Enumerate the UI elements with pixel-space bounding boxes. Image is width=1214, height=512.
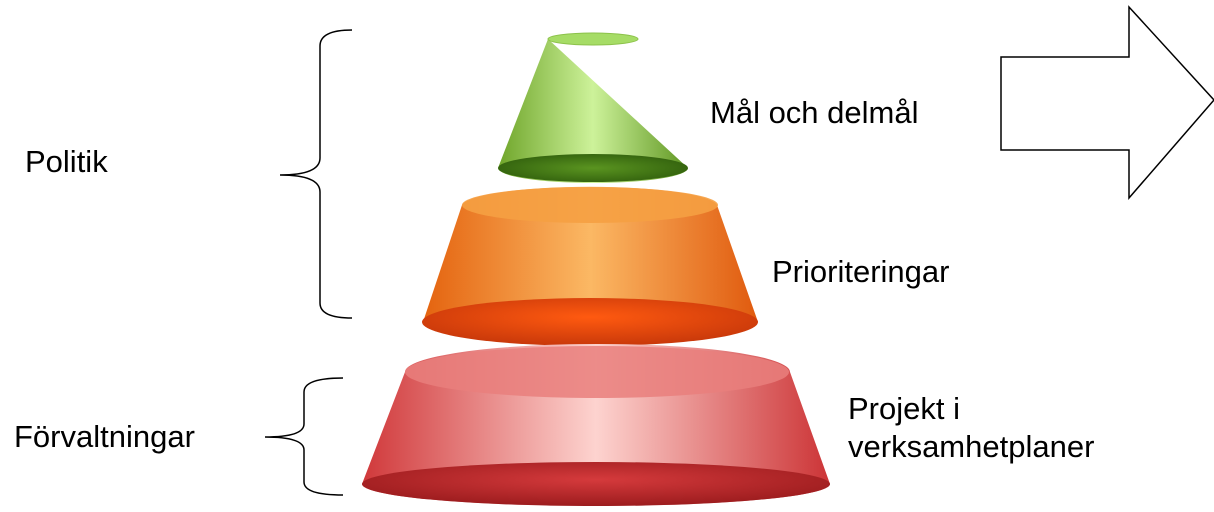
- politik-brace: [279, 29, 353, 319]
- group-label-forvaltningar: Förvaltningar: [14, 419, 195, 454]
- level-label-bottom: Projekt i verksamhetplaner: [848, 390, 1094, 466]
- level-label-bottom-line2: verksamhetplaner: [848, 429, 1095, 464]
- forvaltningar-brace: [264, 377, 344, 496]
- level-top-shape: [498, 32, 688, 183]
- group-label-politik: Politik: [25, 144, 108, 179]
- level-label-middle: Prioriteringar: [772, 254, 950, 289]
- right-arrow-icon: [1000, 5, 1214, 201]
- level-bottom-shape: [362, 343, 830, 506]
- level-label-top: Mål och delmål: [710, 95, 919, 130]
- level-label-bottom-line1: Projekt i: [848, 391, 960, 426]
- level-middle-shape: [422, 186, 758, 346]
